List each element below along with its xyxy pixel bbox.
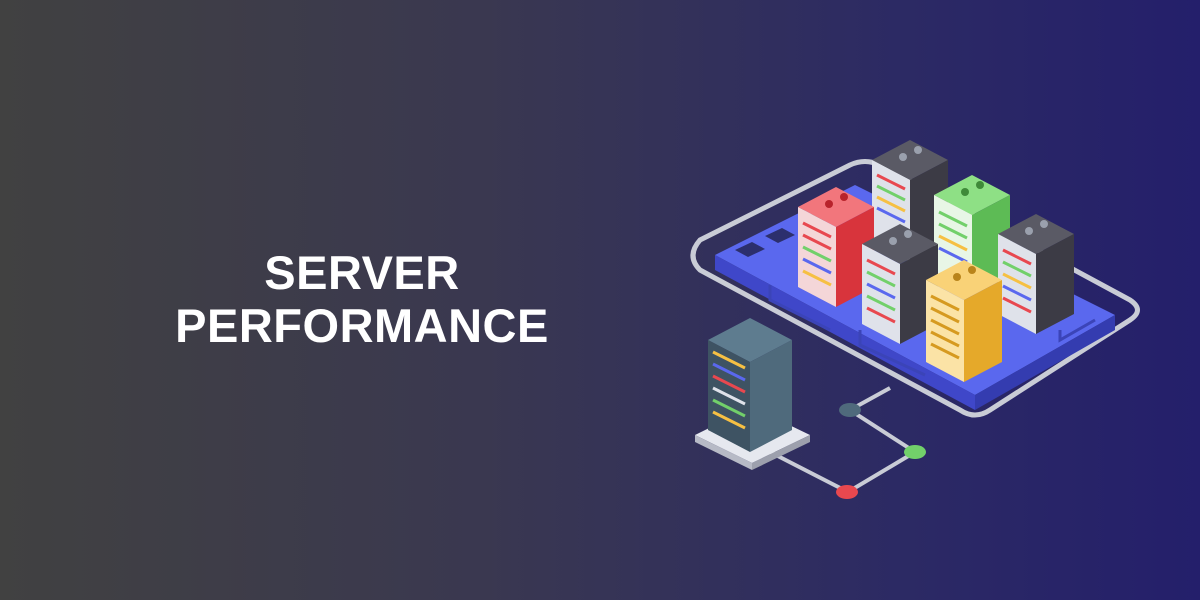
server-rack-icon: [926, 260, 1002, 382]
server-rack-icon: [998, 214, 1074, 334]
network-node-icon: [839, 403, 861, 417]
platform-outline: [690, 159, 1140, 418]
network-node-icon: [836, 485, 858, 499]
title-line-2: PERFORMANCE: [175, 299, 549, 352]
title-line-1: SERVER: [264, 246, 460, 299]
page-title: SERVER PERFORMANCE: [120, 246, 604, 352]
standalone-server-rack-icon: [695, 318, 810, 470]
network-node-icon: [904, 445, 926, 459]
